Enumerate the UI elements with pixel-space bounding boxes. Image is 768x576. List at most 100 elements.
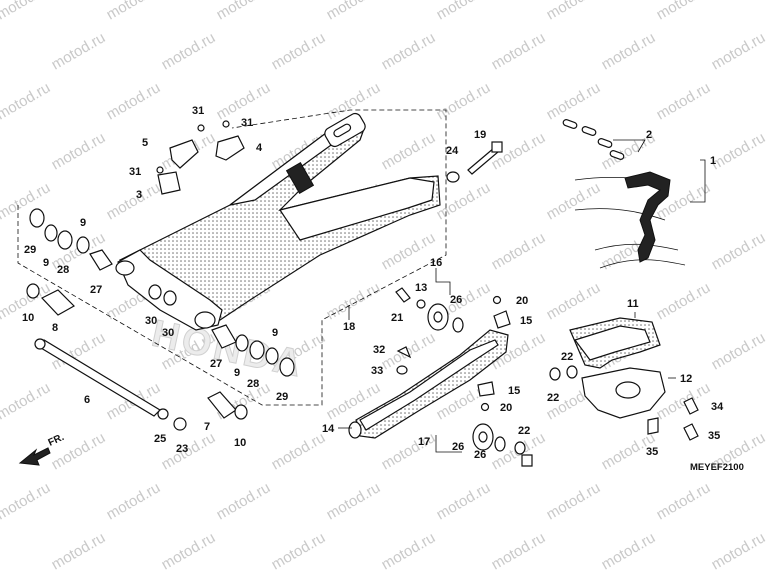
bearing-28-left: [57, 230, 73, 250]
joint-plate-a: [562, 119, 578, 129]
callout-19: 19: [474, 129, 486, 141]
drive-chain: [562, 119, 686, 269]
washer-22-left: [549, 367, 561, 381]
callout-30a: 30: [145, 315, 157, 327]
axle-adjuster: [446, 141, 503, 183]
washer-33: [396, 365, 408, 375]
watermark-text: motod.ru: [269, 429, 329, 473]
callout-34: 34: [711, 401, 724, 413]
bolt-32: [396, 346, 412, 359]
callout-23: 23: [176, 443, 188, 455]
slider-14-strip: [359, 339, 499, 431]
pivot-shaft-parts: [26, 283, 248, 431]
watermark-text: motod.ru: [379, 529, 439, 573]
watermark-text: motod.ru: [324, 479, 384, 523]
watermark-text: motod.ru: [0, 379, 53, 423]
nut-22-bottom: [521, 454, 533, 467]
callout-33: 33: [371, 365, 383, 377]
watermark-text: motod.ru: [489, 29, 549, 73]
watermark-text: motod.ru: [544, 479, 604, 523]
callout-26a: 26: [450, 294, 462, 306]
callout-15b: 15: [508, 385, 520, 397]
bolt-19-head: [491, 141, 503, 153]
leader: [613, 139, 646, 153]
seal-29-left: [29, 208, 45, 228]
callout-22c: 22: [518, 425, 530, 437]
pivot-boss-left: [115, 260, 135, 276]
callout-31a: 31: [192, 105, 204, 117]
callout-22b: 22: [547, 392, 559, 404]
watermark-text: motod.ru: [159, 429, 219, 473]
watermark-text: motod.ru: [159, 29, 219, 73]
callout-9d: 9: [234, 367, 240, 379]
watermark-text: motod.ru: [654, 279, 714, 323]
watermark-text: motod.ru: [0, 179, 53, 223]
collar-10-bottom: [234, 404, 248, 420]
callout-18: 18: [343, 321, 355, 333]
callout-20b: 20: [500, 402, 512, 414]
watermark-text: motod.ru: [544, 0, 604, 23]
collar-3: [157, 171, 181, 195]
pivot-boss-right: [194, 311, 216, 329]
slider-pivot: [348, 421, 362, 439]
watermark-text: motod.ru: [269, 29, 329, 73]
bolt-31-c: [156, 166, 164, 174]
callout-25: 25: [154, 433, 166, 445]
bolt-35-right: [683, 423, 699, 441]
callout-24: 24: [446, 145, 459, 157]
watermark-text: motod.ru: [709, 129, 768, 173]
watermark-text: motod.ru: [49, 129, 109, 173]
bolt-20-bottom: [480, 402, 490, 412]
collar-27-left: [89, 249, 113, 271]
diagram-code: MEYEF2100: [690, 462, 744, 473]
guide-slider-11-face: [574, 325, 651, 361]
washer-9-left: [44, 224, 58, 242]
pivot-bearing-set-right: [211, 324, 295, 377]
roller-17-hub: [478, 431, 488, 443]
joint-plate-b: [581, 126, 597, 136]
collar-15-top: [493, 310, 511, 329]
callout-27b: 27: [210, 358, 222, 370]
callout-30b: 30: [162, 327, 174, 339]
callout-35a: 35: [708, 430, 720, 442]
watermark-text: motod.ru: [654, 479, 714, 523]
pivot-bolt-head: [34, 338, 46, 350]
watermark-text: motod.ru: [104, 179, 164, 223]
callout-12: 12: [680, 373, 692, 385]
callout-22a: 22: [561, 351, 573, 363]
watermark-text: motod.ru: [709, 329, 768, 373]
callout-26c: 26: [474, 449, 486, 461]
leader-lines: [338, 139, 706, 453]
watermark-text: motod.ru: [49, 29, 109, 73]
callout-8: 8: [52, 322, 58, 334]
watermark-text: motod.ru: [434, 0, 494, 23]
callout-2: 2: [646, 129, 652, 141]
roller-16-hub: [433, 311, 443, 323]
front-label: FR.: [47, 432, 66, 449]
callout-29a: 29: [24, 244, 36, 256]
callout-28b: 28: [247, 378, 259, 390]
watermark-text: motod.ru: [379, 129, 439, 173]
leader: [435, 435, 462, 453]
seal-29-right: [279, 357, 295, 377]
chain-roller-assemblies: [395, 287, 533, 467]
watermark-text: motod.ru: [324, 0, 384, 23]
collar-13: [416, 299, 426, 309]
swingarm-decal: [285, 162, 315, 194]
watermark-text: motod.ru: [159, 529, 219, 573]
bolt-31-a: [197, 124, 205, 132]
callout-1: 1: [710, 155, 716, 167]
callout-20a: 20: [516, 295, 528, 307]
callout-14: 14: [322, 423, 335, 435]
watermark-text: motod.ru: [434, 479, 494, 523]
guide-12-window: [615, 381, 641, 399]
callout-labels: 1 2 3 4 5 6 7 8 9 9 9 9 10 10 11 12 13 1…: [22, 105, 724, 461]
leader: [690, 159, 706, 203]
joint-plate-d: [609, 150, 625, 160]
callout-17: 17: [418, 436, 430, 448]
callout-10b: 10: [234, 437, 246, 449]
callout-9b: 9: [43, 257, 49, 269]
chain-slider: [348, 329, 509, 439]
watermark-text: motod.ru: [214, 0, 274, 23]
watermark-text: motod.ru: [544, 179, 604, 223]
